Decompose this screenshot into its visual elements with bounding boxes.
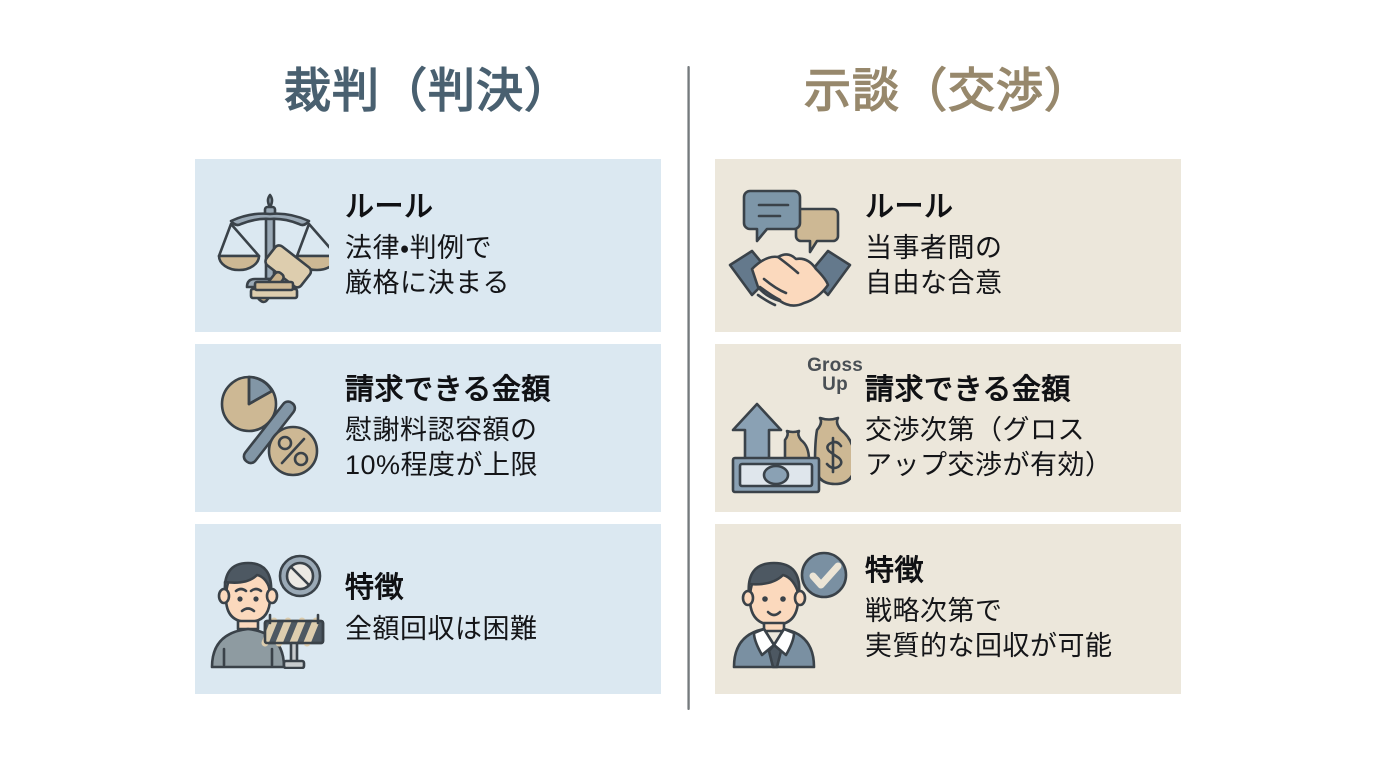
card-text: 特徴 全額回収は困難 (345, 571, 661, 646)
card-heading: ルール (865, 191, 954, 224)
card-text: ルール 法律・判例で 厳格に決まる (345, 190, 661, 300)
card-settlement-feature: 特徴 戦略次第で 実質的な回収が可能 (715, 524, 1181, 694)
column-settlement: 示談（交渉） (715, 0, 1203, 768)
handshake-speech-bubbles-icon (715, 159, 865, 332)
column-litigation: 裁判（判決） (195, 0, 683, 768)
card-body-line: 全額回収は困難 (345, 613, 538, 644)
card-body: 全額回収は困難 (345, 612, 651, 647)
column-divider (687, 66, 690, 710)
card-body-line: 実質的な回収が可能 (865, 631, 1113, 662)
card-body: 戦略次第で 実質的な回収が可能 (865, 594, 1171, 664)
card-body: 慰謝料認容額の 10%程度が上限 (345, 413, 651, 483)
card-litigation-amount: 請求できる金額 慰謝料認容額の 10%程度が上限 (195, 344, 661, 512)
card-body-line: 当事者間の (865, 232, 1003, 263)
card-text: 特徴 戦略次第で 実質的な回収が可能 (865, 554, 1181, 664)
card-settlement-rule: ルール 当事者間の 自由な合意 (715, 159, 1181, 332)
card-body: 交渉次第（グロス アップ交渉が有効） (865, 413, 1171, 483)
sad-person-prohibition-barrier-icon (195, 524, 345, 694)
pie-chart-percent-icon (195, 344, 345, 512)
card-body-line: アップ交渉が有効） (865, 450, 1113, 481)
card-body-line: 10%程度が上限 (345, 450, 539, 481)
card-body-line: 交渉次第（グロス (865, 415, 1085, 446)
card-body-line: 慰謝料認容額の (345, 415, 538, 446)
card-body: 法律・判例で 厳格に決まる (345, 231, 651, 301)
card-text: 請求できる金額 慰謝料認容額の 10%程度が上限 (345, 373, 661, 483)
card-text: ルール 当事者間の 自由な合意 (865, 190, 1181, 300)
card-settlement-amount: Gross Up 請求できる金 (715, 344, 1181, 512)
card-text: 請求できる金額 交渉次第（グロス アップ交渉が有効） (865, 373, 1181, 483)
card-litigation-feature: 特徴 全額回収は困難 (195, 524, 661, 694)
card-heading: ルール (345, 191, 434, 224)
column-title-litigation: 裁判（判決） (284, 64, 572, 117)
card-heading: 請求できる金額 (865, 373, 1071, 406)
card-heading: 特徴 (865, 554, 925, 587)
card-body-line: 自由な合意 (865, 267, 1003, 298)
gross-up-label-line2: Up (822, 374, 848, 396)
gross-up-label-line1: Gross (807, 355, 863, 376)
card-body-line: 戦略次第で (865, 596, 1003, 627)
card-body: 当事者間の 自由な合意 (865, 231, 1171, 301)
card-body-line: 厳格に決まる (345, 267, 510, 298)
column-title-settlement: 示談（交渉） (804, 64, 1092, 117)
card-litigation-rule: ルール 法律・判例で 厳格に決まる (195, 159, 661, 332)
card-heading: 請求できる金額 (345, 373, 551, 406)
card-heading: 特徴 (345, 572, 405, 605)
card-body-line: 法律・判例で (345, 232, 493, 263)
gross-up-money-arrow-icon: Gross Up (715, 344, 865, 512)
businessman-check-icon (715, 524, 865, 694)
scales-of-justice-gavel-icon (195, 159, 345, 332)
gross-up-label: Gross Up (807, 356, 863, 395)
